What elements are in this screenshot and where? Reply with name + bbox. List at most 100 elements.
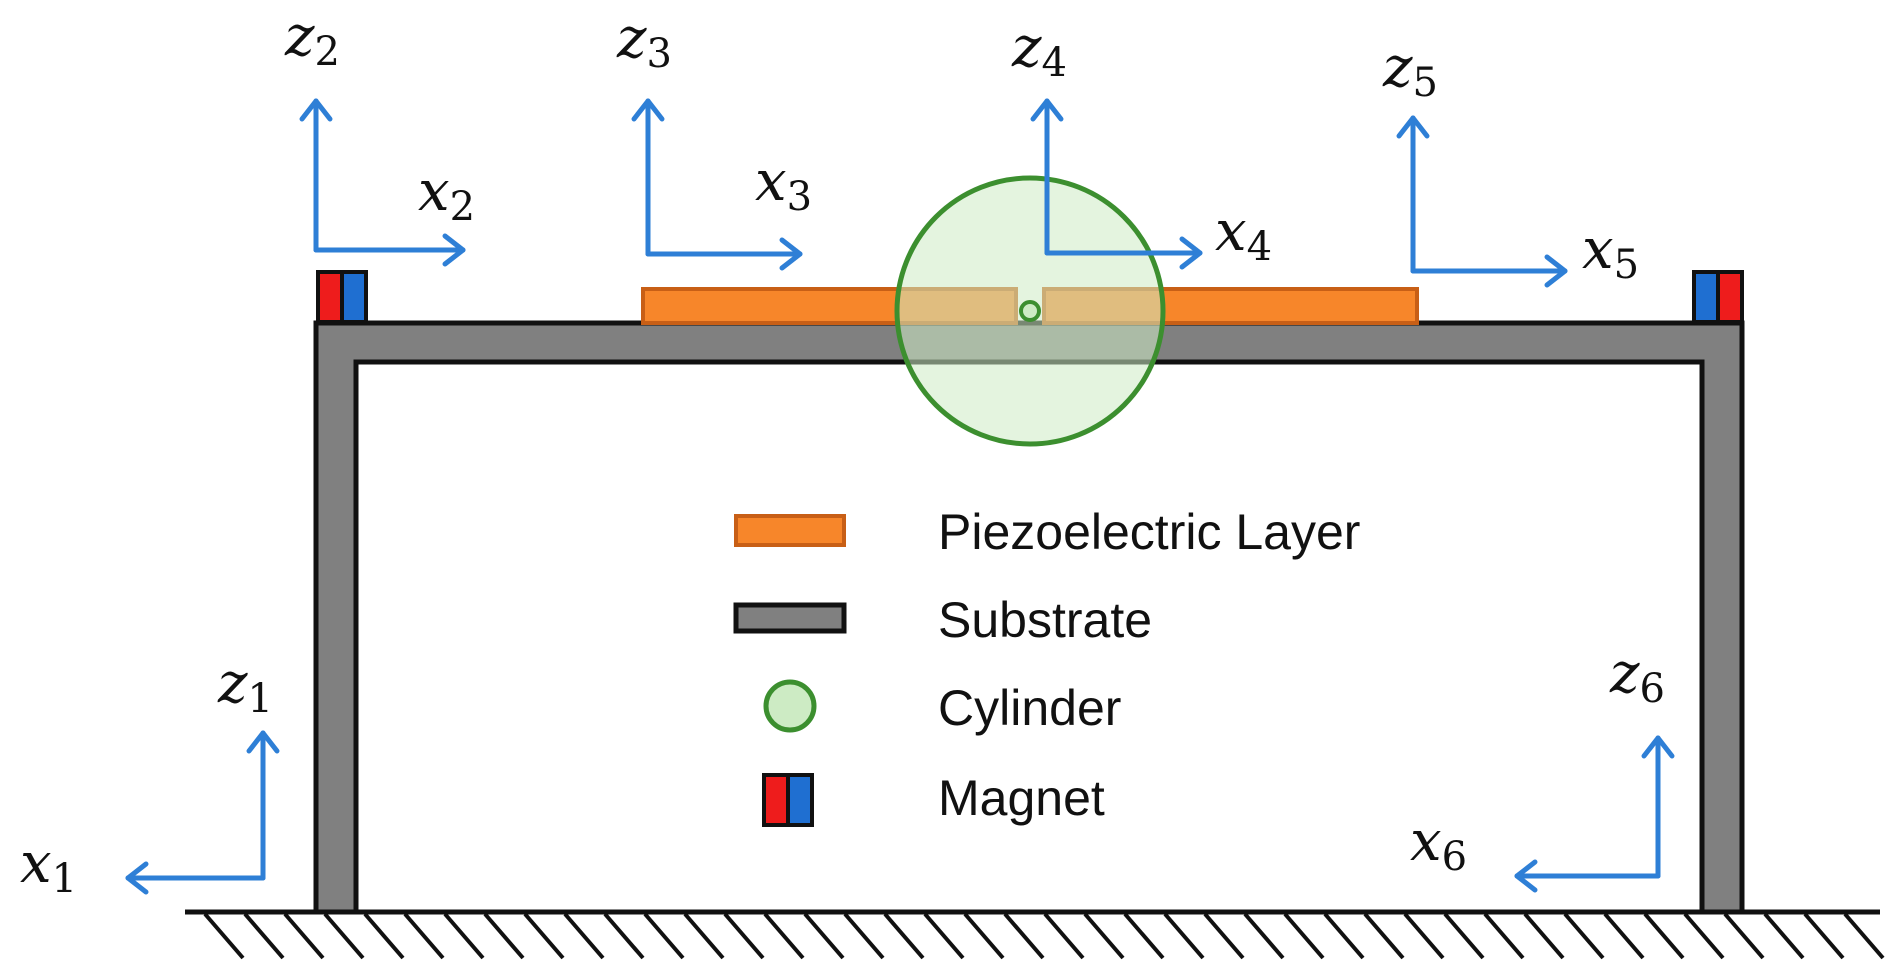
ground-hatch-line (1563, 912, 1605, 960)
ground-hatch-line (563, 912, 605, 960)
x4-label: x (1215, 199, 1247, 264)
ground-hatch-line (1483, 912, 1525, 960)
legend-item-piezoelectric-layer: Piezoelectric Layer (734, 504, 1360, 560)
ground-hatch-line (403, 912, 445, 960)
ground-hatch-line (1123, 912, 1165, 960)
svg-text:z1: z1 (217, 651, 273, 722)
z3-subscript: 3 (647, 31, 672, 77)
ground-hatch-line (1283, 912, 1325, 960)
z2-subscript: 2 (315, 29, 340, 75)
z6-label: z (1609, 641, 1640, 706)
svg-text:z4: z4 (1011, 15, 1067, 86)
x3-label: x (755, 149, 787, 214)
ground-hatch-line (1843, 912, 1885, 960)
ground-hatch-line (923, 912, 965, 960)
legend-label-magnet: Magnet (938, 770, 1105, 826)
x3-subscript: 3 (787, 174, 812, 220)
ground (185, 909, 1885, 960)
ground-hatch-line (643, 912, 685, 960)
svg-text:x1: x1 (20, 831, 77, 902)
z5-subscript: 5 (1413, 60, 1438, 106)
ground-hatch-line (1163, 912, 1205, 960)
ground-hatch-line (843, 912, 885, 960)
z2-label: z (284, 4, 315, 69)
legend: Piezoelectric Layer Substrate Cylinder M… (733, 504, 1360, 827)
ground-hatch-line (1363, 912, 1405, 960)
coordinate-frame-6: z6 x6 (1410, 641, 1675, 893)
magnet-right (1692, 270, 1744, 324)
ground-hatch-line (1643, 912, 1685, 960)
ground-hatch-line (283, 912, 325, 960)
x1-label: x (20, 831, 52, 896)
svg-text:x6: x6 (1410, 809, 1467, 880)
z3-label: z (616, 6, 647, 71)
svg-text:z2: z2 (284, 4, 340, 75)
cylinder-swatch-icon (763, 679, 817, 733)
ground-hatch-line (1603, 912, 1645, 960)
ground-hatch-line (883, 912, 925, 960)
ground-hatch-line (1403, 912, 1445, 960)
x5-subscript: 5 (1614, 242, 1639, 288)
coordinate-frame-2: z2 x2 (284, 4, 475, 267)
ground-hatch-line (1683, 912, 1725, 960)
z6-subscript: 6 (1640, 666, 1665, 712)
ground-hatch-line (683, 912, 725, 960)
x1-subscript: 1 (52, 856, 77, 902)
ground-hatch-line (243, 912, 285, 960)
ground-hatch-line (603, 912, 645, 960)
coordinate-frame-5: z5 x5 (1382, 35, 1639, 288)
legend-item-magnet: Magnet (762, 770, 1105, 827)
x2-label: x (418, 159, 450, 224)
x5-label: x (1582, 217, 1614, 282)
ground-hatching (203, 912, 1885, 960)
ground-hatch-line (1523, 912, 1565, 960)
legend-label-piezoelectric-layer: Piezoelectric Layer (938, 504, 1360, 560)
ground-hatch-line (763, 912, 805, 960)
svg-text:x4: x4 (1215, 199, 1272, 270)
svg-text:x2: x2 (418, 159, 475, 230)
ground-hatch-line (1323, 912, 1365, 960)
coordinate-frame-1: z1 x1 (20, 651, 280, 902)
piezoelectric-layer-swatch-icon (734, 514, 846, 547)
ground-hatch-line (203, 912, 245, 960)
legend-item-cylinder: Cylinder (763, 679, 1121, 736)
ground-hatch-line (1443, 912, 1485, 960)
ground-hatch-line (963, 912, 1005, 960)
ground-hatch-line (1763, 912, 1805, 960)
z4-label: z (1011, 15, 1042, 80)
cylinder-pivot (1019, 300, 1041, 322)
ground-hatch-line (523, 912, 565, 960)
legend-label-cylinder: Cylinder (938, 680, 1121, 736)
x2-subscript: 2 (450, 184, 475, 230)
legend-item-substrate: Substrate (733, 592, 1152, 648)
ground-hatch-line (363, 912, 405, 960)
svg-text:x5: x5 (1582, 217, 1639, 288)
ground-hatch-line (723, 912, 765, 960)
ground-hatch-line (1003, 912, 1045, 960)
ground-hatch-line (1043, 912, 1085, 960)
x6-subscript: 6 (1442, 834, 1467, 880)
substrate-swatch-icon (733, 602, 847, 634)
ground-hatch-line (1203, 912, 1245, 960)
ground-hatch-line (1803, 912, 1845, 960)
coordinate-frame-3: z3 x3 (616, 6, 812, 271)
svg-text:x3: x3 (755, 149, 812, 220)
svg-text:z3: z3 (616, 6, 672, 77)
svg-text:z5: z5 (1382, 35, 1438, 106)
ground-hatch-line (1243, 912, 1285, 960)
magnet-left (316, 270, 368, 324)
z5-label: z (1382, 35, 1413, 100)
z1-label: z (217, 651, 248, 716)
ground-hatch-line (1723, 912, 1765, 960)
ground-hatch-line (483, 912, 525, 960)
coordinate-frame-4: z4 x4 (1011, 15, 1272, 270)
x6-label: x (1410, 809, 1442, 874)
x4-subscript: 4 (1247, 224, 1272, 270)
ground-hatch-line (323, 912, 365, 960)
z1-subscript: 1 (248, 676, 273, 722)
ground-hatch-line (443, 912, 485, 960)
ground-hatch-line (1083, 912, 1125, 960)
legend-label-substrate: Substrate (938, 592, 1152, 648)
ground-hatch-line (803, 912, 845, 960)
